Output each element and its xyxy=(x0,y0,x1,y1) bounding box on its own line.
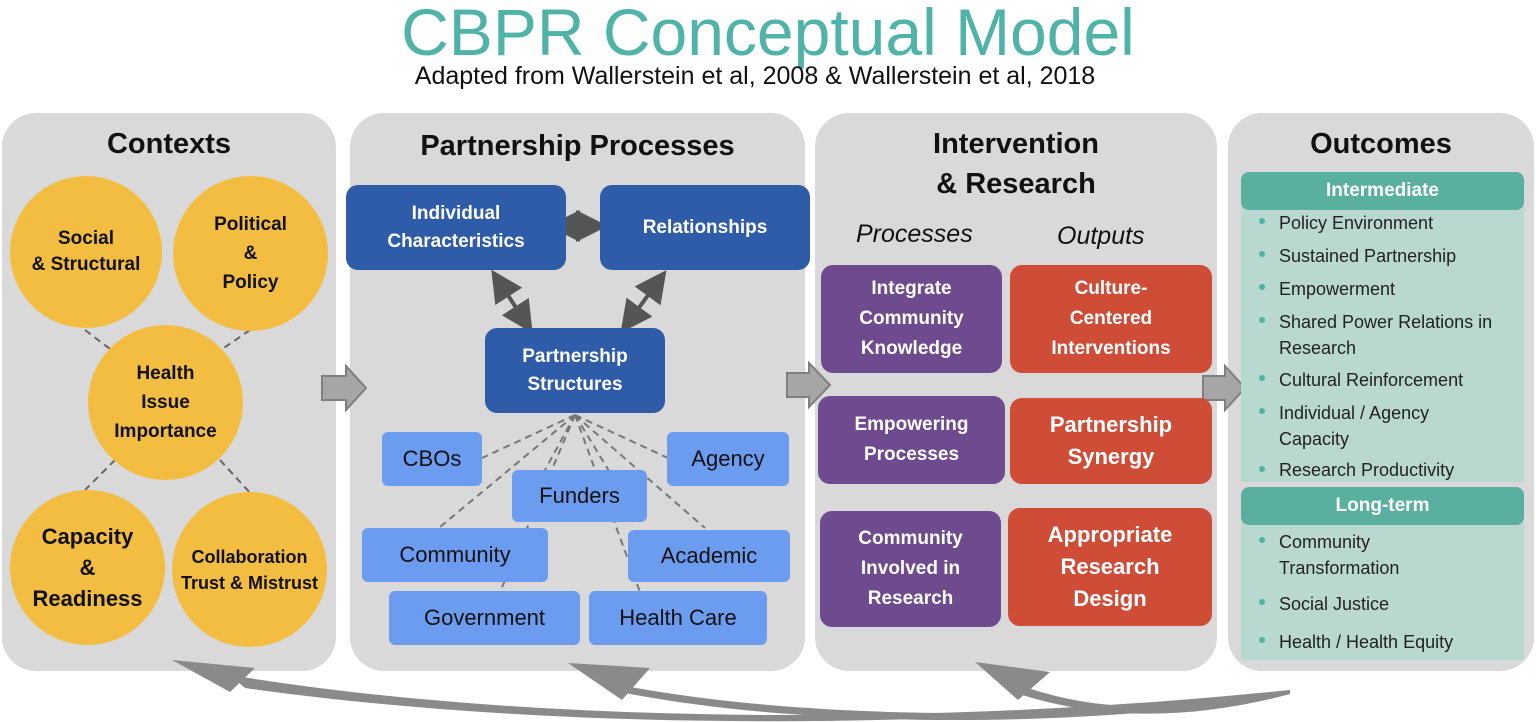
empowering-processes-box: Empowering Processes xyxy=(818,396,1005,484)
context-dashed-lines xyxy=(84,329,253,496)
page-title: CBPR Conceptual Model xyxy=(401,0,1135,69)
appropriate-research-design-label: Appropriate Research Design xyxy=(1047,522,1173,611)
bullet-icon xyxy=(1259,537,1265,543)
outcomes-title: Outcomes xyxy=(1310,128,1452,160)
processes-column-label: Processes xyxy=(856,220,973,248)
intermediate-item: Policy Environment xyxy=(1279,213,1434,233)
health-issue-label: Health Issue Importance xyxy=(114,363,217,442)
bullet-icon xyxy=(1259,317,1265,323)
community-involved-box: Community Involved in Research xyxy=(820,511,1001,627)
partnership-synergy-label: Partnership Synergy xyxy=(1049,412,1173,469)
intermediate-item: Individual / Agency Capacity xyxy=(1279,403,1430,449)
academic-box: Academic xyxy=(628,530,790,582)
government-label: Government xyxy=(423,605,546,630)
appropriate-research-design-box: Appropriate Research Design xyxy=(1008,508,1212,626)
bullet-icon xyxy=(1259,466,1265,472)
capacity-readiness-circle: Capacity & Readiness xyxy=(10,490,165,645)
health-care-box: Health Care xyxy=(589,591,767,645)
cbos-label: CBOs xyxy=(402,446,462,471)
academic-label: Academic xyxy=(660,543,758,568)
intermediate-header: Intermediate xyxy=(1241,172,1524,210)
intermediate-item: Empowerment xyxy=(1279,279,1396,299)
flow-arrows xyxy=(321,360,1247,413)
collaboration-trust-circle: Collaboration Trust & Mistrust xyxy=(172,492,327,647)
government-box: Government xyxy=(389,591,580,645)
relationships-label: Relationships xyxy=(642,216,768,238)
partnership-structures-box: Partnership Structures xyxy=(485,328,665,413)
intervention-title: Intervention & Research xyxy=(933,128,1099,200)
empowering-processes-label: Empowering Processes xyxy=(854,414,969,465)
contexts-title: Contexts xyxy=(106,128,232,160)
integrate-community-knowledge-box: Integrate Community Knowledge xyxy=(821,265,1002,373)
funders-label: Funders xyxy=(539,483,620,508)
culture-centered-interventions-box: Culture- Centered Interventions xyxy=(1010,265,1212,373)
individual-characteristics-label: Individual Characteristics xyxy=(387,202,525,252)
bullet-icon xyxy=(1259,375,1265,381)
partnership-structures-label: Partnership Structures xyxy=(522,345,628,395)
bullet-icon xyxy=(1259,218,1265,224)
longterm-item: Health / Health Equity xyxy=(1279,632,1454,652)
political-policy-circle: Political & Policy xyxy=(173,176,328,331)
bullet-icon xyxy=(1259,408,1265,414)
social-structural-circle: Social & Structural xyxy=(10,176,162,328)
longterm-header-label: Long-term xyxy=(1335,495,1430,516)
health-care-label: Health Care xyxy=(619,605,737,630)
bullet-icon xyxy=(1259,637,1265,643)
health-issue-circle: Health Issue Importance xyxy=(88,325,243,480)
relationships-box: Relationships xyxy=(600,185,810,270)
integrate-community-knowledge-label: Integrate Community Knowledge xyxy=(859,278,964,359)
intermediate-item: Sustained Partnership xyxy=(1279,246,1457,266)
intermediate-item: Shared Power Relations in Research xyxy=(1279,312,1493,358)
political-policy-label: Political & Policy xyxy=(214,214,287,293)
bullet-icon xyxy=(1259,284,1265,290)
outputs-column-label: Outputs xyxy=(1057,222,1145,250)
intermediate-header-label: Intermediate xyxy=(1326,180,1439,201)
bullet-icon xyxy=(1259,599,1265,605)
longterm-item: Community Transformation xyxy=(1279,532,1400,578)
longterm-list-bg xyxy=(1241,515,1524,660)
funders-box: Funders xyxy=(512,470,647,522)
bullet-icon xyxy=(1259,251,1265,257)
intermediate-item: Cultural Reinforcement xyxy=(1279,370,1464,390)
capacity-readiness-label: Capacity & Readiness xyxy=(32,524,143,611)
agency-label: Agency xyxy=(691,446,765,471)
page-subtitle: Adapted from Wallerstein et al, 2008 & W… xyxy=(414,62,1096,90)
feedback-arc xyxy=(172,660,1290,722)
social-structural-label: Social & Structural xyxy=(31,228,141,275)
community-box: Community xyxy=(362,528,548,582)
individual-characteristics-box: Individual Characteristics xyxy=(346,185,566,270)
partnership-synergy-box: Partnership Synergy xyxy=(1010,398,1212,484)
cbos-box: CBOs xyxy=(382,432,482,486)
longterm-header: Long-term xyxy=(1241,487,1524,525)
partnership-title: Partnership Processes xyxy=(420,130,735,162)
community-involved-label: Community Involved in Research xyxy=(858,528,963,609)
intermediate-list-bg xyxy=(1241,200,1524,482)
culture-centered-interventions-label: Culture- Centered Interventions xyxy=(1051,278,1171,359)
community-label: Community xyxy=(399,542,511,567)
collaboration-trust-label: Collaboration Trust & Mistrust xyxy=(180,546,318,593)
agency-box: Agency xyxy=(667,432,789,486)
longterm-item: Social Justice xyxy=(1279,594,1390,614)
partnership-double-arrows xyxy=(491,210,667,334)
intermediate-item: Research Productivity xyxy=(1279,460,1455,480)
